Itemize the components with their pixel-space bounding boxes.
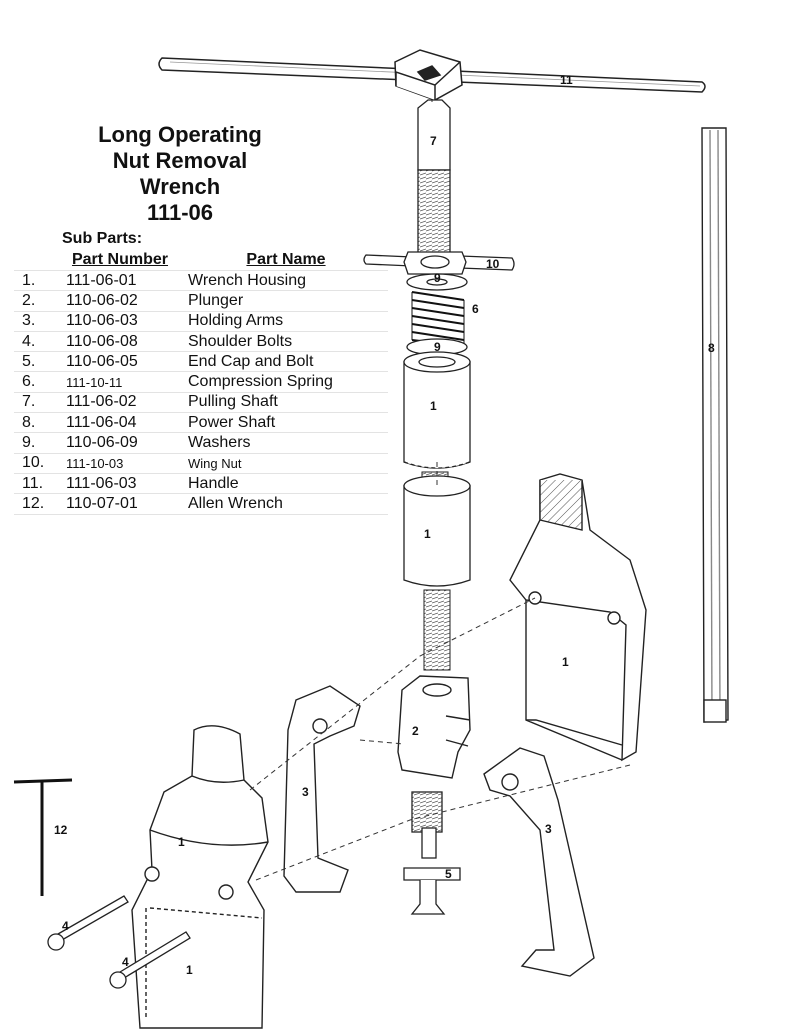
callout-6: 6 <box>472 302 479 316</box>
callout-4-lower: 4 <box>122 955 129 969</box>
title-line-2: Nut Removal <box>112 148 248 173</box>
callout-1-left-housing: 1 <box>178 835 185 849</box>
table-header-row: Part Number Part Name <box>14 249 388 271</box>
row-index: 1. <box>14 270 56 292</box>
part-name-cell: Shoulder Bolts <box>184 331 388 353</box>
part-number-cell: 111-06-04 <box>56 412 184 434</box>
part-number-cell: 110-06-08 <box>56 331 184 353</box>
end-cap-part <box>403 791 461 915</box>
callout-12: 12 <box>54 823 68 837</box>
part-name-cell: Pulling Shaft <box>184 392 388 414</box>
holding-arm-left-part <box>283 685 361 893</box>
part-name-cell: Plunger <box>184 290 388 312</box>
pulling-shaft-part <box>417 99 451 261</box>
compression-spring-part <box>411 291 465 347</box>
part-name-cell: Handle <box>184 473 388 495</box>
wing-nut-part <box>363 251 515 275</box>
callout-1-upper-sleeve: 1 <box>430 399 437 413</box>
part-name-cell: Holding Arms <box>184 311 388 332</box>
header-part-name: Part Name <box>184 249 388 271</box>
part-name-cell: Compression Spring <box>184 371 388 393</box>
row-index: 11. <box>14 473 56 495</box>
handle-part <box>158 49 706 101</box>
callout-3-left: 3 <box>302 785 309 799</box>
part-number-cell: 111-10-11 <box>56 371 184 393</box>
part-number-cell: 110-06-02 <box>56 290 184 312</box>
washer-top-part <box>406 273 468 291</box>
part-number-cell: 110-06-03 <box>56 311 184 332</box>
right-housing-part <box>509 473 647 762</box>
title-line-4: 111-06 <box>146 200 214 225</box>
callout-7: 7 <box>430 134 437 148</box>
left-housing-part <box>131 725 269 1029</box>
row-index: 6. <box>14 371 56 393</box>
subparts-label: Sub Parts: <box>62 230 143 247</box>
part-number-cell: 110-07-01 <box>56 493 184 515</box>
row-index: 12. <box>14 493 56 515</box>
row-index: 7. <box>14 392 56 414</box>
row-index: 3. <box>14 311 56 332</box>
header-part-number: Part Number <box>56 249 184 271</box>
row-index: 2. <box>14 290 56 312</box>
row-index: 9. <box>14 432 56 454</box>
row-index: 8. <box>14 412 56 434</box>
part-name-cell: Washers <box>184 432 388 454</box>
row-index: 4. <box>14 331 56 353</box>
callout-1-left-lower: 1 <box>186 963 193 977</box>
plunger-part <box>397 675 471 779</box>
assembly-lines <box>249 100 631 881</box>
callout-4-upper: 4 <box>62 919 69 933</box>
part-number-cell: 111-06-01 <box>56 270 184 292</box>
part-name-cell: Power Shaft <box>184 412 388 434</box>
row-index: 5. <box>14 351 56 373</box>
part-name-cell: Wing Nut <box>184 453 388 474</box>
callout-labels: 11 7 10 9 6 9 8 1 1 1 2 3 3 1 5 1 4 4 12 <box>54 73 715 977</box>
lower-thread <box>423 589 451 671</box>
callout-9-top: 9 <box>434 271 441 285</box>
lower-sleeve-part <box>403 475 471 587</box>
part-number-cell: 110-06-09 <box>56 432 184 454</box>
callout-3-right: 3 <box>545 822 552 836</box>
part-number-cell: 111-10-03 <box>56 453 184 474</box>
holding-arm-right-part <box>483 747 595 977</box>
callout-2: 2 <box>412 724 419 738</box>
callout-11: 11 <box>560 73 573 87</box>
part-number-cell: 111-06-02 <box>56 392 184 414</box>
page-title: Long Operating Nut Removal Wrench 111-06 <box>60 122 300 226</box>
part-number-cell: 111-06-03 <box>56 473 184 495</box>
callout-8: 8 <box>708 341 715 355</box>
part-name-cell: Allen Wrench <box>184 493 388 515</box>
shoulder-bolts-part <box>47 895 191 989</box>
part-name-cell: Wrench Housing <box>184 270 388 292</box>
callout-10: 10 <box>486 257 500 271</box>
allen-wrench-part <box>13 778 73 896</box>
title-line-1: Long Operating <box>98 122 262 147</box>
part-name-cell: End Cap and Bolt <box>184 351 388 373</box>
upper-sleeve-part <box>403 351 471 469</box>
power-shaft-part <box>701 127 729 723</box>
callout-9-lower: 9 <box>434 340 441 354</box>
part-number-cell: 110-06-05 <box>56 351 184 373</box>
callout-1-lower-sleeve: 1 <box>424 527 431 541</box>
header-index <box>14 249 56 271</box>
callout-1-right-housing: 1 <box>562 655 569 669</box>
row-index: 10. <box>14 453 56 474</box>
title-line-3: Wrench <box>139 174 221 199</box>
callout-5: 5 <box>445 867 452 881</box>
